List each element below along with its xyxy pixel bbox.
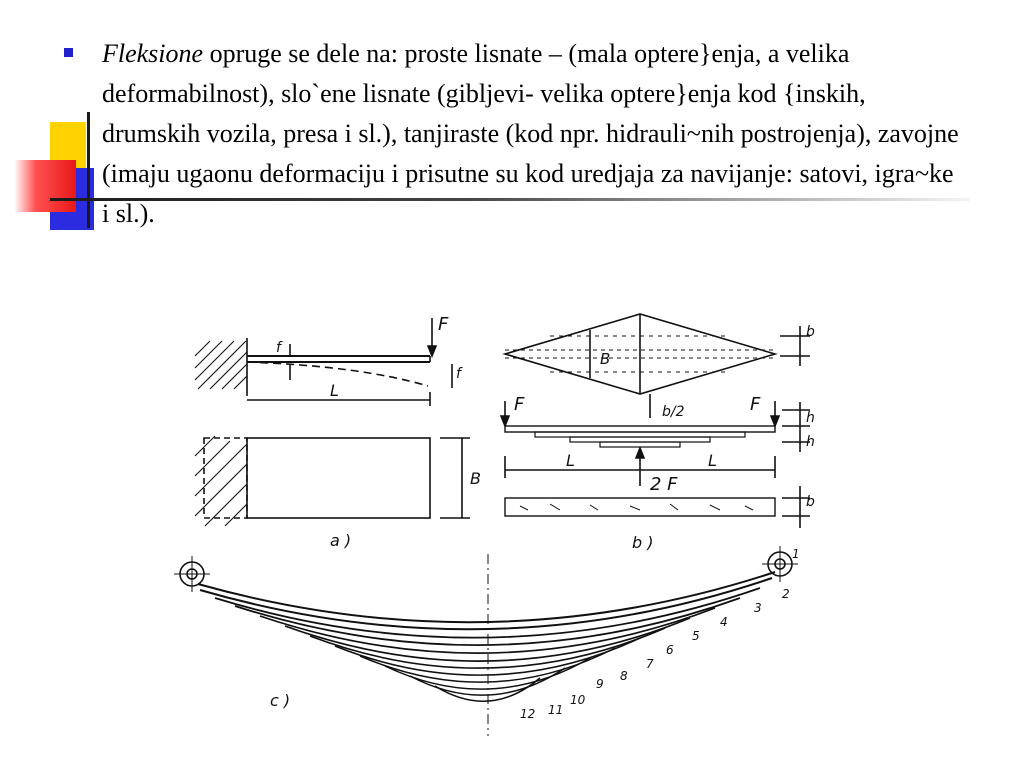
label-B: B xyxy=(470,469,481,488)
deco-horizontal-line xyxy=(50,198,970,201)
label-L-b-right: L xyxy=(708,451,717,470)
leaf-number-7: 7 xyxy=(646,657,654,671)
panel-b-beam xyxy=(499,401,810,486)
label-f-a2: f xyxy=(456,366,463,382)
label-F-a: F xyxy=(438,314,449,335)
label-F-b-left: F xyxy=(514,394,525,415)
label-h-1: h xyxy=(806,410,815,426)
leaf-number-6: 6 xyxy=(666,643,674,657)
leaf-number-3: 3 xyxy=(754,601,762,615)
label-L-a: L xyxy=(330,381,339,400)
label-panel-a: a ) xyxy=(330,531,351,550)
bullet-text: Fleksione opruge se dele na: proste lisn… xyxy=(102,34,964,234)
label-2F: 2 F xyxy=(650,474,678,495)
leaf-number-12: 12 xyxy=(520,707,535,721)
springs-diagram: F f f L B a ) B b b/2 xyxy=(174,313,815,736)
deco-vertical-line xyxy=(87,112,90,228)
label-b-half: b/2 xyxy=(662,404,685,420)
label-f-a1: f xyxy=(276,340,283,356)
leaf-number-11: 11 xyxy=(548,703,563,717)
label-b-section: b xyxy=(806,494,815,510)
bullet-term: Fleksione xyxy=(102,39,204,68)
label-B-b: B xyxy=(600,350,610,368)
panel-b-section xyxy=(504,486,810,528)
panel-a-cantilever xyxy=(194,318,453,406)
label-L-b-left: L xyxy=(566,451,575,470)
panel-c-leaf-spring xyxy=(174,546,798,736)
label-F-b-right: F xyxy=(750,394,761,415)
label-panel-c: c ) xyxy=(270,691,290,710)
label-h-2: h xyxy=(806,434,815,450)
springs-figure: F f f L B a ) B b b/2 xyxy=(170,306,820,746)
leaf-number-4: 4 xyxy=(720,615,728,629)
bullet-item: Fleksione opruge se dele na: proste lisn… xyxy=(64,34,964,234)
leaf-number-9: 9 xyxy=(596,677,604,691)
label-b-top: b xyxy=(806,324,815,340)
leaf-number-2: 2 xyxy=(782,587,790,601)
bullet-square-icon xyxy=(64,48,73,57)
label-panel-b: b ) xyxy=(632,533,653,552)
panel-a-plan xyxy=(194,435,470,527)
panel-b-diamond xyxy=(502,313,810,418)
bullet-body: opruge se dele na: proste lisnate – (mal… xyxy=(102,39,959,228)
deco-red-gradient xyxy=(14,160,76,212)
leaf-number-5: 5 xyxy=(692,629,700,643)
leaf-number-1: 1 xyxy=(792,547,800,561)
leaf-number-10: 10 xyxy=(570,693,586,707)
leaf-number-8: 8 xyxy=(620,669,628,683)
